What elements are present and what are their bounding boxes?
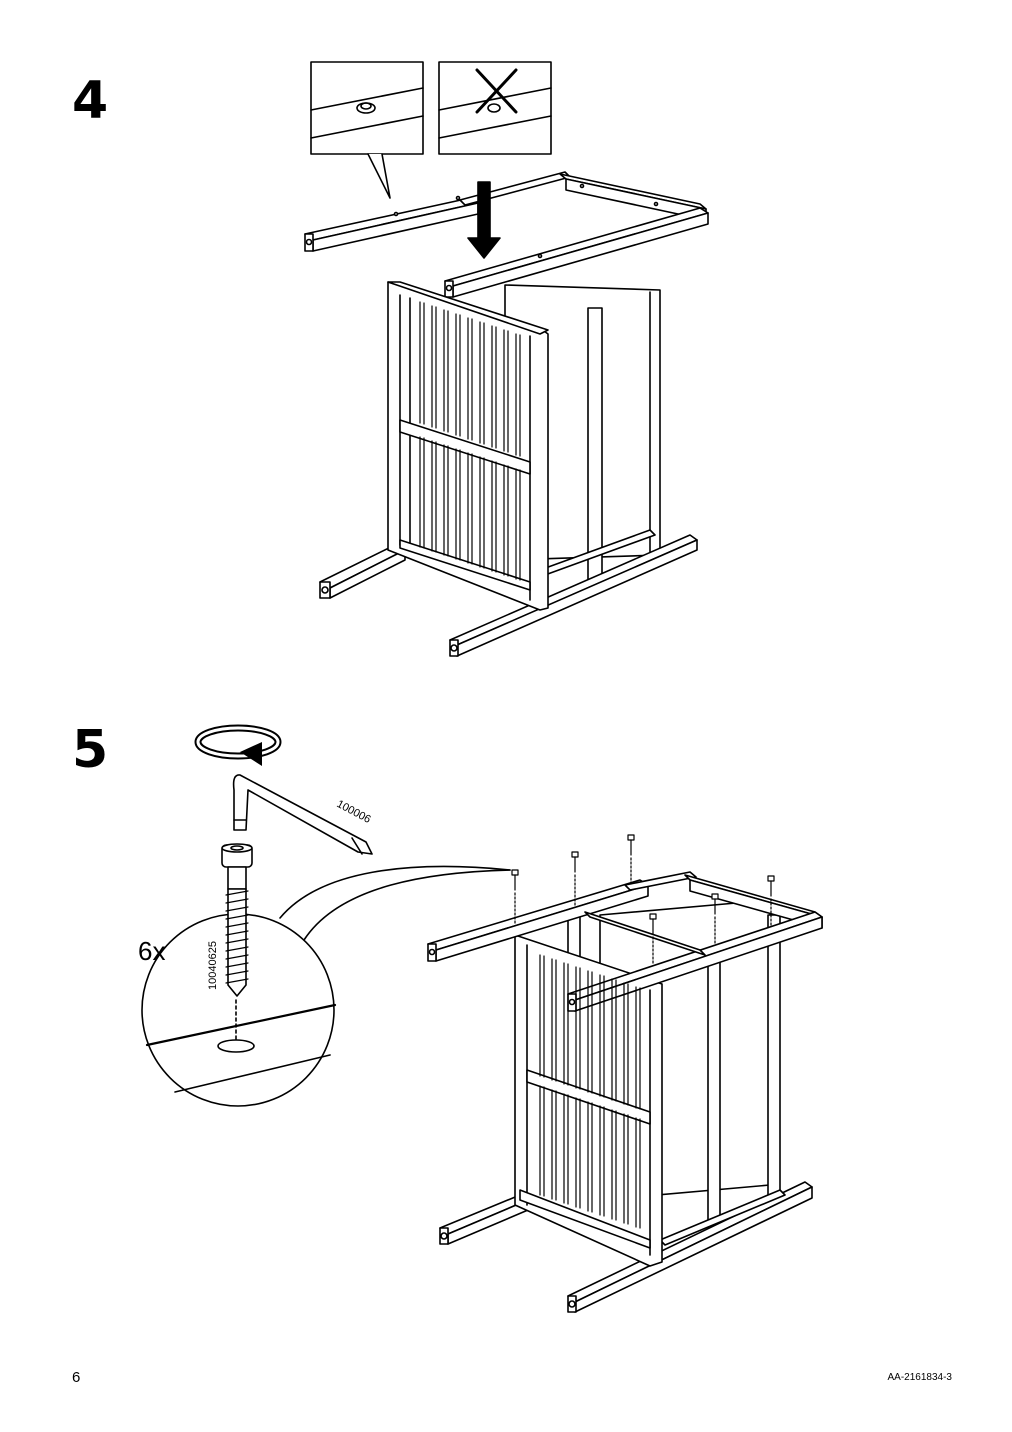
screw-markers xyxy=(511,834,775,966)
top-frame xyxy=(304,171,709,298)
allen-key-icon: 100006 xyxy=(232,774,373,855)
screw-icon xyxy=(221,843,253,997)
chair-base-step5 xyxy=(427,871,823,1313)
wrong-hole-cross-icon xyxy=(438,61,552,155)
step-4-number: 4 xyxy=(72,71,109,131)
page-number: 6 xyxy=(72,1369,81,1386)
slats-step5 xyxy=(539,954,641,1229)
down-arrow-icon xyxy=(467,181,501,259)
screw-part-number: 10040625 xyxy=(207,941,219,990)
rotate-clockwise-icon xyxy=(194,724,282,766)
allen-key-part-number: 100006 xyxy=(335,798,373,826)
slats-step4 xyxy=(419,301,521,581)
quantity-label: 6x xyxy=(138,936,165,966)
document-code: AA-2161834-3 xyxy=(887,1372,953,1383)
correct-hole-detail-icon xyxy=(310,61,424,199)
step-5-number: 5 xyxy=(72,720,109,780)
magnifier-detail xyxy=(141,865,511,1107)
